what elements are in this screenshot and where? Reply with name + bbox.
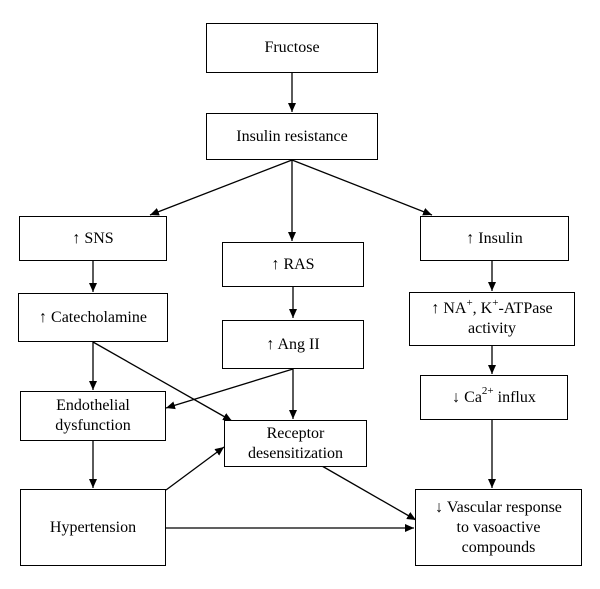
receptor-label-line2: desensitization <box>247 444 344 462</box>
receptor-desensitization-node: Receptor desensitization <box>224 420 367 467</box>
fructose-node: Fructose <box>206 23 378 73</box>
sns-node: ↑ SNS <box>19 216 167 261</box>
vascular-response-node: ↓ Vascular response to vasoactive compou… <box>415 489 582 566</box>
ca-influx-node: ↓ Ca2+ influx <box>420 375 568 420</box>
arrow-insulin-resistance-to-insulin <box>291 159 433 216</box>
endothelial-label-line2: dysfunction <box>55 417 131 434</box>
vascular-label-line1: ↓ Vascular response <box>435 498 562 516</box>
insulin-resistance-node: Insulin resistance <box>206 113 378 160</box>
ang-ii-label: ↑ Ang II <box>266 335 320 353</box>
arrow-hypertension-to-receptor <box>165 446 225 491</box>
ras-label: ↑ RAS <box>271 255 315 273</box>
sns-label: ↑ SNS <box>72 229 114 247</box>
arrow-receptor-to-vascular <box>321 465 417 521</box>
insulin-label: ↑ Insulin <box>466 229 523 247</box>
hypertension-label: Hypertension <box>49 518 137 536</box>
arrow-insulin-resistance-to-sns <box>149 159 293 216</box>
insulin-node: ↑ Insulin <box>420 216 569 261</box>
catecholamine-label: ↑ Catecholamine <box>39 308 147 326</box>
atpase-label-line1: ↑ NA+, K+-ATPase <box>431 296 553 317</box>
atpase-label-line2: activity <box>468 320 516 337</box>
vascular-label-line3: compounds <box>461 538 536 556</box>
insulin-resistance-label: Insulin resistance <box>236 127 348 145</box>
vascular-label-line2: to vasoactive <box>456 518 541 536</box>
hypertension-node: Hypertension <box>20 489 166 566</box>
endothelial-dysfunction-node: Endothelial dysfunction <box>20 391 166 441</box>
ras-node: ↑ RAS <box>222 242 364 287</box>
arrow-catecholamine-to-receptor <box>92 341 233 422</box>
atpase-node: ↑ NA+, K+-ATPase activity <box>409 292 575 346</box>
ca-influx-label: ↓ Ca2+ influx <box>452 385 536 406</box>
receptor-label-line1: Receptor <box>266 424 325 442</box>
arrow-ang-ii-to-endothelial <box>165 368 294 410</box>
endothelial-label-line1: Endothelial <box>56 397 130 414</box>
fructose-label: Fructose <box>264 39 320 56</box>
ang-ii-node: ↑ Ang II <box>222 320 364 369</box>
catecholamine-node: ↑ Catecholamine <box>18 293 168 342</box>
